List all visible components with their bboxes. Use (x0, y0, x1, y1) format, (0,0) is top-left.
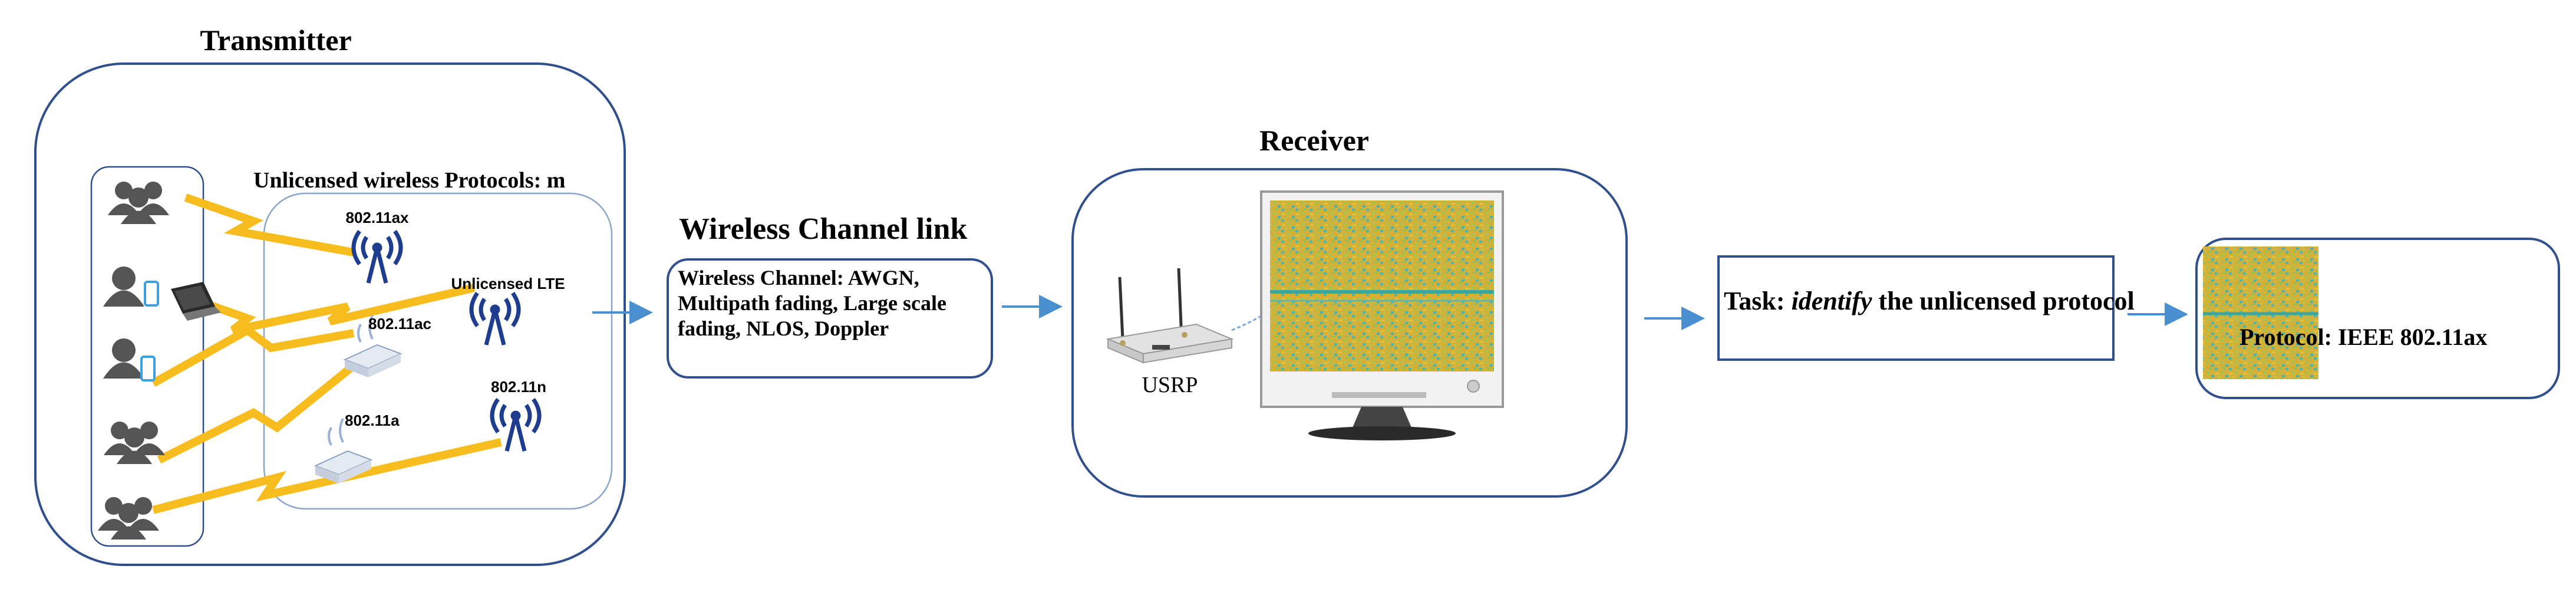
antenna-tower-icon (484, 309, 506, 346)
receiver-box (1071, 168, 1628, 498)
lightning-bolt (184, 193, 355, 256)
task-prefix: Task: (1724, 287, 1792, 315)
lightning-bolts (151, 193, 502, 514)
transmitter-title: Transmitter (200, 24, 351, 57)
protocols-label: Unlicensed wireless Protocols: m (253, 168, 565, 193)
lightning-bolt (157, 362, 357, 464)
channel-title: Wireless Channel link (679, 212, 967, 246)
usrp-device-icon (1106, 268, 1234, 364)
receiver-title: Receiver (1259, 124, 1369, 157)
result-spectrogram (2203, 246, 2318, 379)
spectrogram-image (1270, 200, 1494, 371)
tower-802-11n (490, 397, 542, 452)
tower-unlicensed-lte (469, 291, 521, 346)
router-label-802-11ac: 802.11ac (368, 315, 431, 333)
result-label: Protocol: IEEE 802.11ax (2239, 324, 2487, 350)
usrp-label: USRP (1142, 373, 1198, 397)
lightning-bolt (187, 284, 476, 334)
result-box (2195, 238, 2560, 399)
task-suffix: the unlicensed protocol (1872, 287, 2135, 315)
antenna-tower-icon (504, 415, 527, 452)
tower-label-802-11ax: 802.11ax (345, 209, 409, 226)
router-802-11a (314, 418, 373, 483)
laptop-icon (171, 282, 221, 321)
monitor-icon (1260, 190, 1504, 440)
antenna-tower-icon (366, 247, 388, 284)
tower-label-unlicensed-lte: Unlicensed LTE (451, 275, 565, 292)
user-group-icon (108, 182, 169, 224)
channel-description: Wireless Channel: AWGN, Multipath fading… (678, 266, 946, 340)
person-icon (103, 338, 144, 379)
user-group-icon (104, 422, 165, 464)
task-text: Task: identify the unlicensed protocol (1724, 286, 2135, 317)
phone-icon (144, 281, 159, 307)
person-icon (103, 267, 144, 307)
phone-icon (140, 356, 156, 381)
lightning-bolt (151, 325, 355, 387)
user-group-icon (98, 497, 159, 540)
task-box (1717, 255, 2115, 361)
protocol-region-box (263, 192, 613, 510)
lightning-bolt (152, 438, 502, 514)
router-802-11ac (343, 315, 403, 377)
tower-802-11ax (351, 229, 403, 284)
router-label-802-11a: 802.11a (345, 412, 400, 429)
users (98, 182, 169, 540)
task-emphasis: identify (1791, 287, 1872, 315)
transmitter-box (34, 62, 626, 566)
tower-label-802-11n: 802.11n (491, 378, 546, 396)
channel-box (667, 258, 993, 379)
